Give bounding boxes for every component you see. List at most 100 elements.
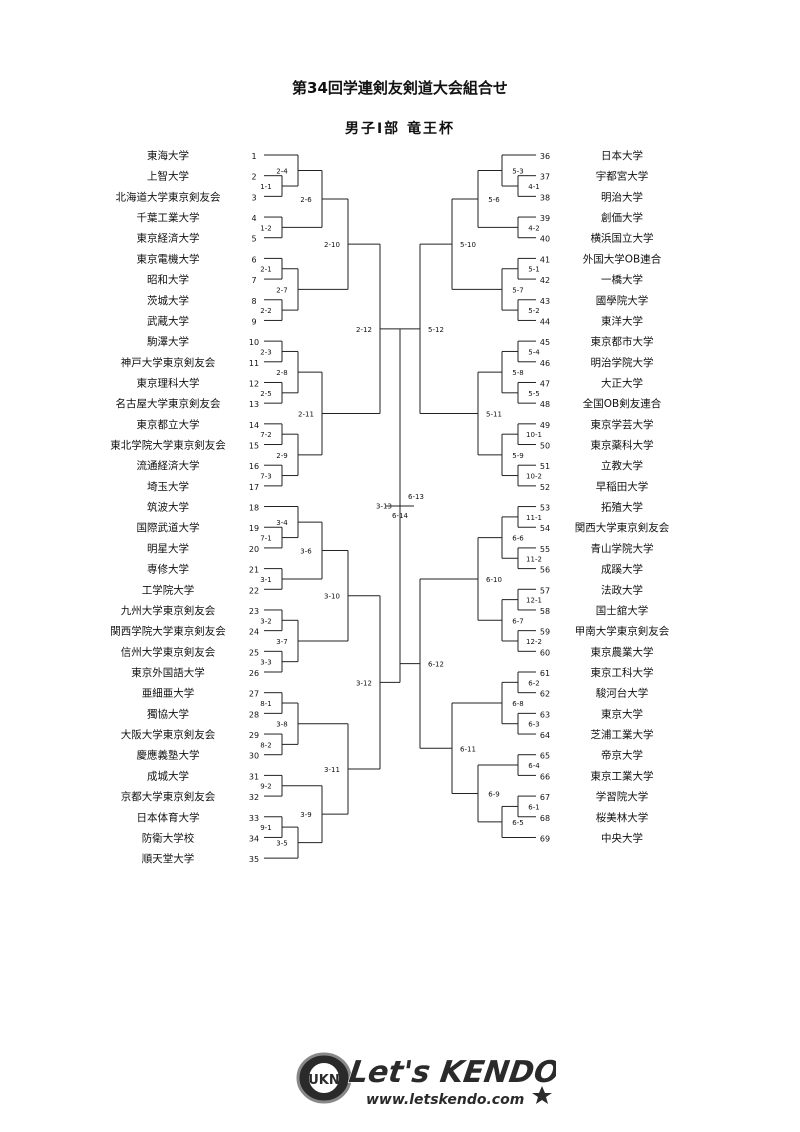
team-number: 45 <box>540 338 550 347</box>
team-name: 武蔵大学 <box>147 314 189 327</box>
team-number: 14 <box>249 421 259 430</box>
match-label: 2-6 <box>300 196 312 204</box>
match-label: 5-5 <box>528 390 539 398</box>
logo-url: www.letskendo.com <box>366 1092 524 1108</box>
team-name: 甲南大学東京剣友会 <box>575 625 670 638</box>
match-label: 6-9 <box>488 790 499 798</box>
team-number: 66 <box>540 772 550 781</box>
team-number: 16 <box>249 462 259 471</box>
match-label: 3-9 <box>300 811 311 819</box>
match-label: 5-7 <box>512 286 523 294</box>
team-number: 47 <box>540 379 550 388</box>
match-label: 5-11 <box>486 411 502 419</box>
team-number: 27 <box>249 690 259 699</box>
team-number: 53 <box>540 504 550 513</box>
page-subtitle: 男子Ⅰ部 竜王杯 <box>344 121 456 137</box>
team-number: 20 <box>249 545 259 554</box>
page-title: 第34回学連剣友剣道大会組合せ <box>292 79 508 97</box>
team-name: 順天堂大学 <box>142 852 195 865</box>
match-label: 2-8 <box>276 369 287 377</box>
logo-star-icon <box>532 1086 552 1104</box>
match-label: 2-9 <box>276 452 287 460</box>
team-name: 立教大学 <box>601 459 643 472</box>
match-label: 6-4 <box>528 762 540 770</box>
match-label: 9-2 <box>260 783 271 791</box>
team-number: 65 <box>540 752 550 761</box>
match-label: 3-8 <box>276 721 287 729</box>
team-name: 横浜国立大学 <box>591 232 654 245</box>
team-number: 3 <box>251 193 256 202</box>
match-label: 2-1 <box>260 266 271 274</box>
team-name: 東海大学 <box>147 149 189 162</box>
team-name: 東京都立大学 <box>137 418 200 431</box>
team-number: 48 <box>540 400 550 409</box>
team-number: 4 <box>251 214 256 223</box>
match-label: 5-6 <box>488 196 500 204</box>
team-name: 東京電機大学 <box>137 252 200 265</box>
team-number: 49 <box>540 421 550 430</box>
match-label: 7-1 <box>260 535 271 543</box>
team-number: 57 <box>540 586 550 595</box>
team-number: 26 <box>249 669 259 678</box>
team-name: 京都大学東京剣友会 <box>121 790 216 803</box>
team-name: 全国OB剣友連合 <box>583 397 662 410</box>
team-number: 63 <box>540 710 550 719</box>
team-name: 上智大学 <box>147 170 189 183</box>
team-number: 35 <box>249 855 259 864</box>
team-number: 7 <box>251 276 256 285</box>
match-label: 11-2 <box>526 555 542 563</box>
team-number: 67 <box>540 793 550 802</box>
team-number: 39 <box>540 214 550 223</box>
team-name: 東洋大学 <box>601 314 643 327</box>
match-label: 3-1 <box>260 576 271 584</box>
match-label: 11-1 <box>526 514 542 522</box>
team-name: 東京大学 <box>601 707 643 720</box>
team-name: 獨協大学 <box>147 707 189 720</box>
team-number: 28 <box>249 710 259 719</box>
match-label: 6-8 <box>512 700 523 708</box>
team-name: 駿河台大学 <box>596 687 649 700</box>
team-name: 青山学院大学 <box>591 542 654 555</box>
match-label: 6-7 <box>512 617 523 625</box>
match-label: 3-7 <box>276 638 287 646</box>
team-number: 1 <box>251 152 256 161</box>
team-name: 明治大学 <box>601 190 643 203</box>
match-label: 4-2 <box>528 224 539 232</box>
match-label: 1-2 <box>260 224 271 232</box>
team-number: 55 <box>540 545 550 554</box>
team-name: 千葉工業大学 <box>137 211 200 224</box>
team-number: 32 <box>249 793 259 802</box>
match-label: 2-5 <box>260 390 271 398</box>
team-number: 13 <box>249 400 259 409</box>
team-name: 桜美林大学 <box>596 811 649 824</box>
team-number: 12 <box>249 379 259 388</box>
team-name: 流通経済大学 <box>137 459 200 472</box>
team-number: 2 <box>251 173 256 182</box>
match-label: 2-3 <box>260 348 271 356</box>
team-number: 54 <box>540 524 550 533</box>
match-label: 3-12 <box>356 679 372 687</box>
team-number: 19 <box>249 524 259 533</box>
team-name: 東京工科大学 <box>591 666 654 679</box>
match-label: 7-2 <box>260 431 271 439</box>
match-label: 5-8 <box>512 369 523 377</box>
match-label: 5-2 <box>528 307 539 315</box>
match-label: 12-1 <box>526 597 542 605</box>
team-name: 東京経済大学 <box>137 232 200 245</box>
team-number: 42 <box>540 276 550 285</box>
team-number: 41 <box>540 255 550 264</box>
team-name: 筑波大学 <box>147 501 189 514</box>
team-name: 専修大学 <box>147 563 189 576</box>
team-number: 31 <box>249 772 259 781</box>
team-name: 明星大学 <box>147 542 189 555</box>
team-number: 5 <box>251 235 256 244</box>
team-number: 33 <box>249 814 259 823</box>
team-number: 8 <box>251 297 256 306</box>
team-name: 法政大学 <box>601 583 643 596</box>
match-label: 5-12 <box>428 326 444 334</box>
match-label: 6-2 <box>528 679 539 687</box>
team-number: 17 <box>249 483 259 492</box>
match-label: 6-10 <box>486 576 502 584</box>
team-name: 宇都宮大学 <box>596 170 649 183</box>
